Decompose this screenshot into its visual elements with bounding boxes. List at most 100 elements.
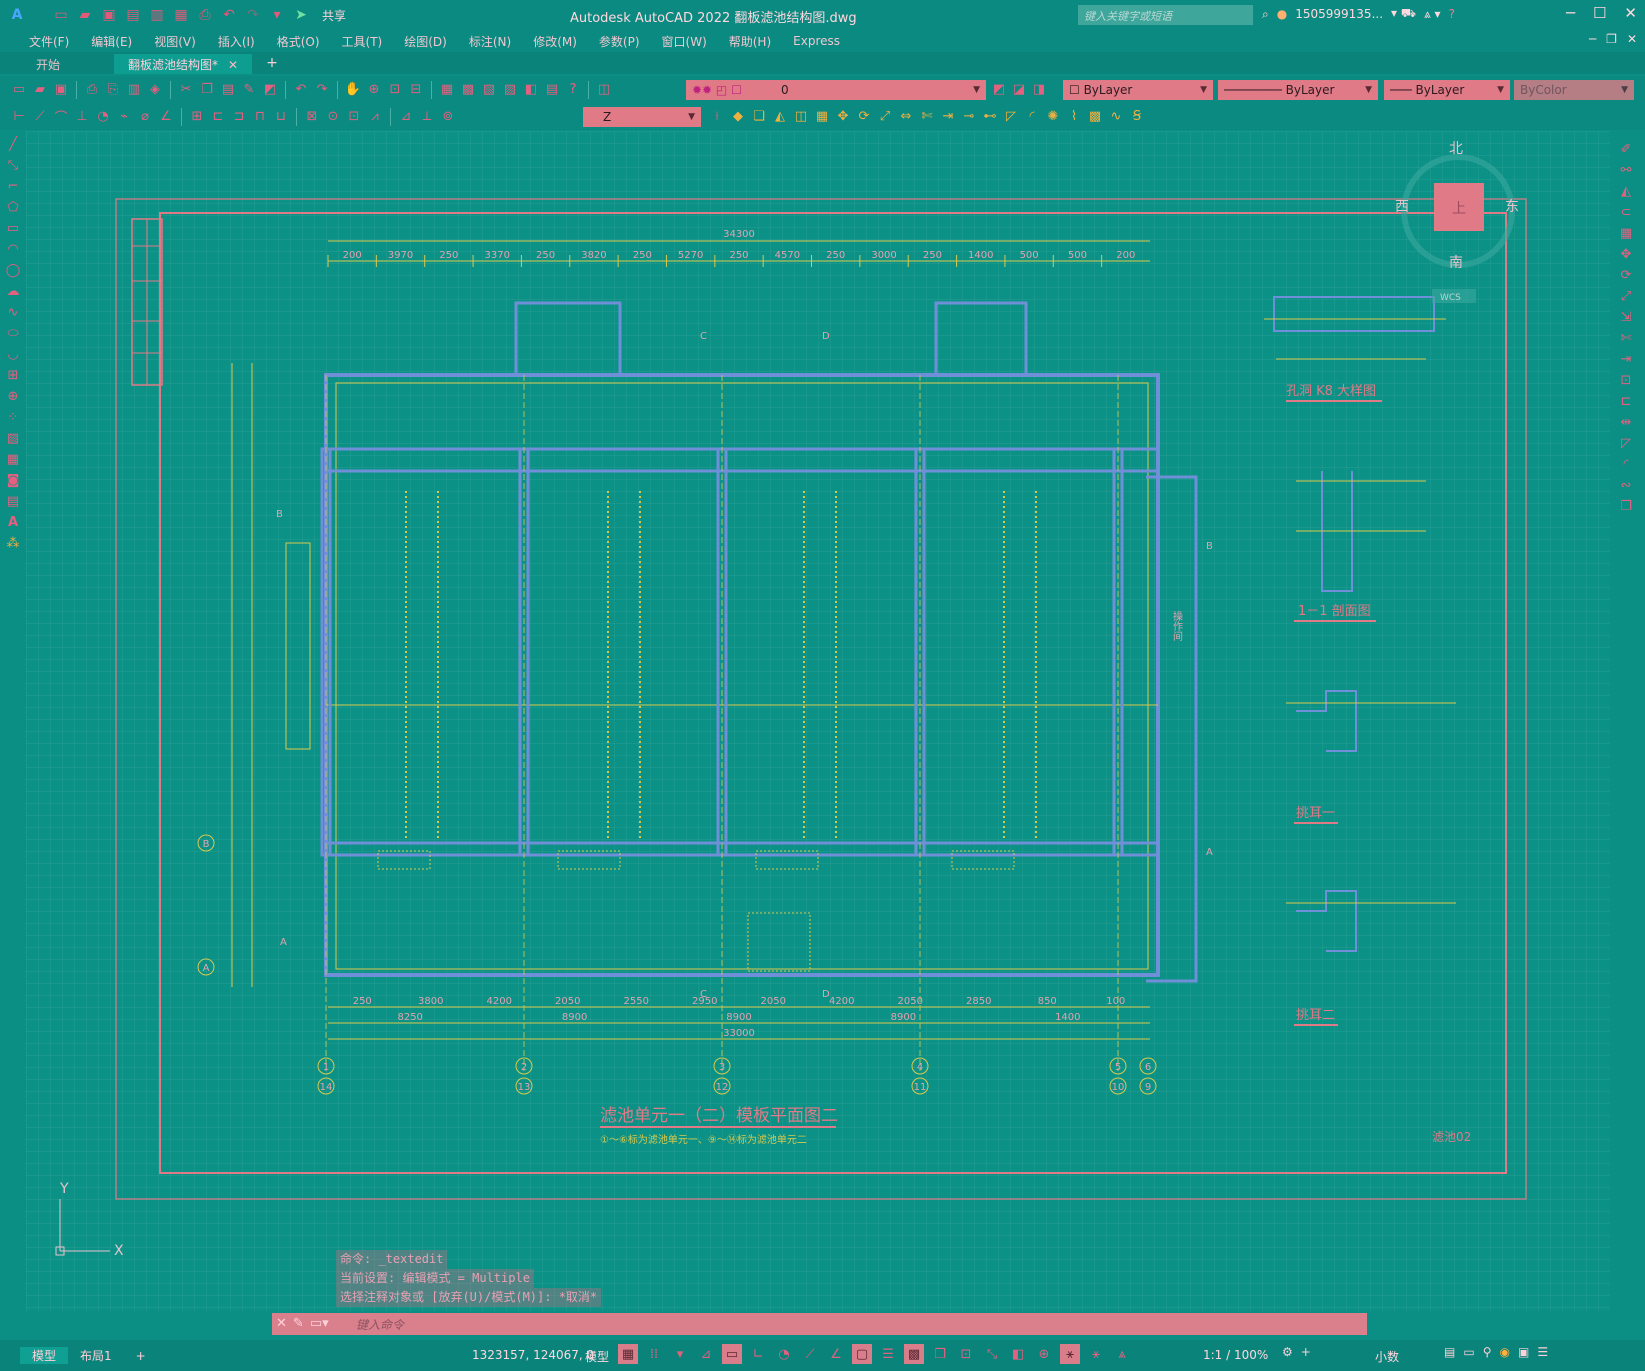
grid-icon[interactable]: ▦ <box>618 1344 638 1364</box>
sheet-set-icon[interactable]: ▨ <box>503 82 517 97</box>
redo-toolbar-icon[interactable]: ↷ <box>316 82 328 97</box>
dynamic-input-icon[interactable]: ▭ <box>722 1344 742 1364</box>
help-icon[interactable]: ? <box>1448 7 1455 21</box>
r-trim-icon[interactable]: ✄ <box>1620 330 1632 346</box>
r-array-icon[interactable]: ▦ <box>1619 225 1633 241</box>
mtext-icon[interactable]: A <box>7 514 19 530</box>
spline-icon[interactable]: ∿ <box>7 304 19 320</box>
mirror-icon[interactable]: ◭ <box>775 108 785 124</box>
menu-view[interactable]: 视图(V) <box>154 34 196 49</box>
fillet-icon[interactable]: ◜ <box>1029 108 1035 124</box>
object-snap-icon[interactable]: ▢ <box>852 1344 872 1364</box>
trim-icon[interactable]: ✄ <box>921 108 933 124</box>
array-icon[interactable]: ▦ <box>815 108 829 124</box>
move-icon[interactable]: ✥ <box>837 108 849 124</box>
r-move-icon[interactable]: ✥ <box>1620 246 1632 262</box>
block-editor-icon[interactable]: ◩ <box>263 82 277 97</box>
dim-jogged-icon[interactable]: ⌁ <box>120 109 128 124</box>
customization-icon[interactable]: ☰ <box>1537 1345 1549 1359</box>
make-current-layer-icon[interactable]: ◩ <box>992 81 1006 97</box>
r-stretch-icon[interactable]: ⇲ <box>1620 309 1632 325</box>
search-icon[interactable]: ⌕ <box>1262 6 1269 21</box>
save-file-icon[interactable]: ▣ <box>54 82 68 97</box>
tool-palettes-icon[interactable]: ▧ <box>482 82 496 97</box>
polyline-icon[interactable]: ⌐ <box>7 178 19 194</box>
r-mirror-icon[interactable]: ◭ <box>1621 183 1631 199</box>
tab-drawing[interactable]: 翻板滤池结构图*✕ <box>114 54 253 74</box>
snap-menu-icon[interactable]: ▾ <box>676 1346 684 1362</box>
menu-file[interactable]: 文件(F) <box>29 34 70 49</box>
lineweight-icon[interactable]: ☰ <box>882 1346 894 1362</box>
auto-scale-icon[interactable]: ⚹ <box>1092 1346 1100 1362</box>
menu-parametric[interactable]: 参数(P) <box>598 34 640 49</box>
3d-print-icon[interactable]: ◈ <box>150 82 160 97</box>
hatch-icon[interactable]: ▨ <box>6 430 20 446</box>
copy-icon[interactable]: ❐ <box>201 82 213 97</box>
edit-polyline-icon[interactable]: ⌇ <box>1070 108 1078 124</box>
menu-express[interactable]: Express <box>793 34 840 48</box>
plotstyle-dropdown[interactable]: ByColor ▼ <box>1514 80 1634 100</box>
undo-icon[interactable]: ↶ <box>223 7 235 23</box>
dim-angular-icon[interactable]: ∠ <box>160 109 172 124</box>
print-preview-icon[interactable]: ⎘ <box>107 82 119 97</box>
zoom-previous-icon[interactable]: ⊟ <box>410 82 422 97</box>
ellipse-icon[interactable]: ⬭ <box>7 325 19 341</box>
dim-text-edit-icon[interactable]: ⟂ <box>422 109 432 124</box>
zoom-window-icon[interactable]: ⊡ <box>389 82 401 97</box>
maximize-icon[interactable]: ☐ <box>1592 4 1607 22</box>
publish-icon[interactable]: ▥ <box>150 7 164 23</box>
user-name[interactable]: 1505999135... <box>1295 7 1384 21</box>
line-icon[interactable]: ╱ <box>9 136 17 152</box>
viewcube-north[interactable]: 北 <box>1449 141 1463 157</box>
menu-edit[interactable]: 编辑(E) <box>91 34 133 49</box>
jogged-linear-icon[interactable]: ⩘ <box>371 109 379 124</box>
r-chamfer-icon[interactable]: ◸ <box>1621 435 1631 451</box>
open-icon[interactable]: ▰ <box>79 7 91 23</box>
dim-continue-icon[interactable]: ⊐ <box>233 109 245 124</box>
isolate-objects-icon[interactable]: ⚲ <box>1482 1345 1492 1359</box>
gizmo-icon[interactable]: ⊕ <box>1038 1346 1050 1362</box>
explode-icon[interactable]: ✺ <box>1047 108 1059 124</box>
quick-properties-icon[interactable]: ▤ <box>1444 1345 1456 1359</box>
user-icon[interactable]: ● <box>1276 7 1288 21</box>
dim-ordinate-icon[interactable]: ⊥ <box>76 109 88 124</box>
close-icon[interactable]: ✕ <box>1624 4 1637 22</box>
region-icon[interactable]: ◙ <box>6 472 20 488</box>
extend-icon[interactable]: ⇥ <box>942 108 954 124</box>
edit-text-icon[interactable]: Ꞩ <box>1132 108 1142 124</box>
edit-hatch-icon[interactable]: ▩ <box>1088 108 1102 124</box>
chamfer-icon[interactable]: ◸ <box>1006 108 1016 124</box>
workspace-gear-icon[interactable]: ⚙ <box>1282 1345 1293 1359</box>
infer-constraints-icon[interactable]: ⊿ <box>700 1346 712 1362</box>
dim-style-manager-icon[interactable]: ⟊ <box>715 108 719 124</box>
undo-toolbar-icon[interactable]: ↶ <box>295 82 307 97</box>
match-properties-icon[interactable]: ✎ <box>243 82 255 97</box>
snap-icon[interactable]: ⁞⁞ <box>649 1346 659 1362</box>
r-break-icon[interactable]: ⊏ <box>1620 393 1632 409</box>
command-close-icon[interactable]: ✕ <box>276 1316 287 1331</box>
arc-icon[interactable]: ◠ <box>7 241 19 257</box>
r-extend-icon[interactable]: ⇥ <box>1620 351 1632 367</box>
linetype-dropdown[interactable]: ──────── ByLayer ▼ <box>1218 80 1378 100</box>
annotation-visibility-icon[interactable]: ⚹ <box>1060 1344 1080 1364</box>
polygon-icon[interactable]: ⬠ <box>7 199 19 215</box>
table-icon[interactable]: ▤ <box>6 493 20 509</box>
doc-close-icon[interactable]: ✕ <box>1626 32 1637 46</box>
annotation-scale-value[interactable]: 1:1 / 100% <box>1203 1348 1269 1362</box>
r-copy-icon[interactable]: ⚯ <box>1620 162 1632 178</box>
wcs-badge[interactable] <box>1432 289 1476 303</box>
break-icon[interactable]: ⊸ <box>963 108 975 124</box>
erase-icon[interactable]: ◆ <box>733 108 743 124</box>
center-mark-icon[interactable]: ⊙ <box>327 109 339 124</box>
r-fillet-icon[interactable]: ◜ <box>1623 456 1629 472</box>
tab-start[interactable]: 开始 <box>36 58 61 72</box>
saveas-icon[interactable]: ▤ <box>126 7 140 23</box>
edit-spline-icon[interactable]: ∿ <box>1110 108 1122 124</box>
selection-cycling-icon[interactable]: ❐ <box>934 1346 946 1362</box>
redo-icon[interactable]: ↷ <box>247 7 259 23</box>
r-offset-icon[interactable]: ⊂ <box>1620 204 1632 220</box>
dim-space-icon[interactable]: ⊓ <box>254 109 266 124</box>
dynamic-ucs-icon[interactable]: ⤡ <box>986 1346 998 1362</box>
